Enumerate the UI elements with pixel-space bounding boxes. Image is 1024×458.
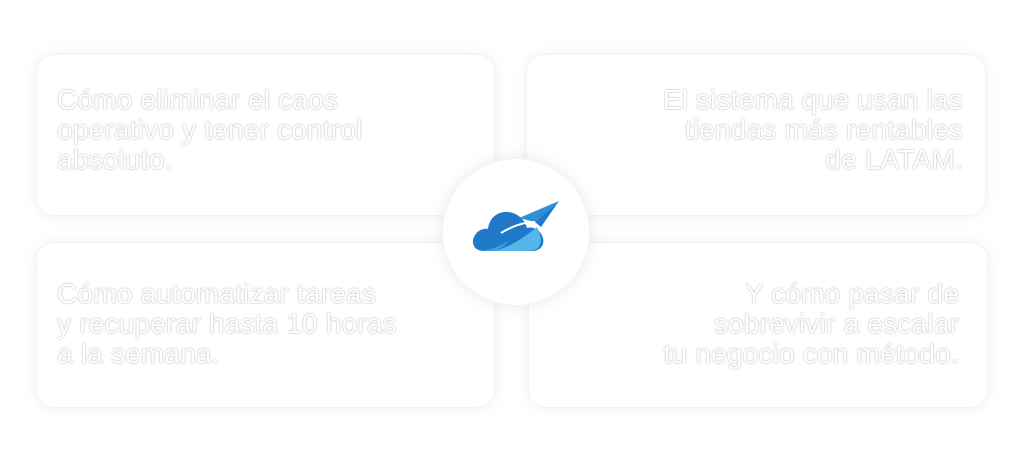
feature-card-automation: Cómo automatizar tareas y recuperar hast… bbox=[36, 242, 495, 408]
feature-card-text: Cómo eliminar el caos operativo y tener … bbox=[57, 84, 363, 175]
feature-card-latam-system: El sistema que usan las tiendas más rent… bbox=[526, 54, 986, 216]
feature-card-text: Cómo automatizar tareas y recuperar hast… bbox=[57, 278, 397, 369]
feature-card-text: El sistema que usan las tiendas más rent… bbox=[662, 84, 963, 175]
logo-badge bbox=[442, 158, 590, 306]
feature-card-chaos-control: Cómo eliminar el caos operativo y tener … bbox=[36, 54, 495, 216]
feature-card-scaling: Y cómo pasar de sobrevivir a escalar tu … bbox=[528, 242, 988, 408]
feature-card-text: Y cómo pasar de sobrevivir a escalar tu … bbox=[663, 278, 959, 369]
cloud-paper-plane-icon bbox=[472, 201, 559, 251]
